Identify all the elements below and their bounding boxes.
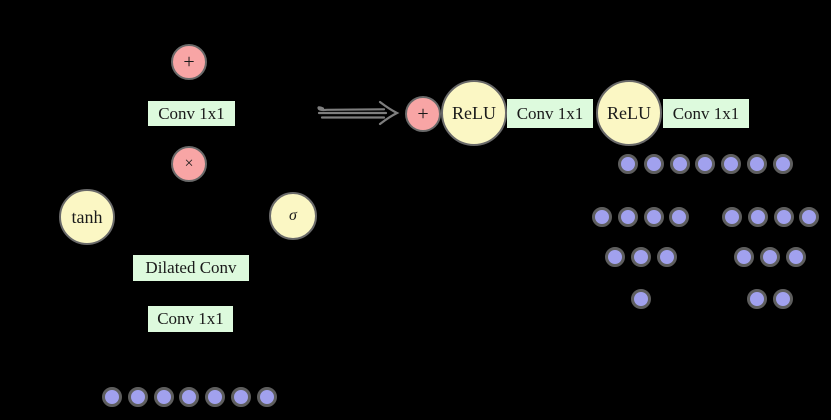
input-sample-dot bbox=[256, 387, 277, 407]
dilated-conv-box: Dilated Conv bbox=[133, 255, 249, 281]
relu-node-1: ReLU bbox=[441, 80, 507, 146]
receptive-field-dot bbox=[799, 207, 820, 227]
equivalence-arrow-icon bbox=[317, 100, 400, 126]
receptive-field-dot bbox=[592, 207, 612, 227]
relu-node-2: ReLU bbox=[596, 80, 662, 146]
receptive-field-dot bbox=[785, 247, 806, 267]
receptive-field-dot bbox=[734, 247, 754, 267]
receptive-field-dot bbox=[722, 207, 742, 227]
receptive-field-dot bbox=[759, 247, 780, 267]
receptive-field-dot bbox=[631, 289, 651, 309]
conv1x1-right-box-2: Conv 1x1 bbox=[663, 99, 749, 128]
input-sample-dot bbox=[179, 387, 200, 407]
receptive-field-dot bbox=[605, 247, 625, 267]
receptive-field-dot bbox=[656, 247, 677, 267]
receptive-field-dot bbox=[669, 154, 690, 174]
tanh-node: tanh bbox=[59, 189, 115, 245]
sigma-node: σ bbox=[269, 192, 317, 240]
receptive-field-dot bbox=[772, 154, 793, 174]
receptive-field-dot bbox=[617, 207, 638, 227]
input-sample-dot bbox=[127, 387, 148, 407]
receptive-field-dot bbox=[721, 154, 742, 174]
input-sample-dot bbox=[153, 387, 174, 407]
receptive-field-dot bbox=[618, 154, 638, 174]
receptive-field-dot bbox=[695, 154, 716, 174]
plus-node: + bbox=[171, 44, 207, 80]
input-sample-dot bbox=[231, 387, 251, 407]
receptive-field-dot bbox=[747, 289, 767, 309]
conv1x1-right-box-1: Conv 1x1 bbox=[507, 99, 593, 128]
receptive-field-dot bbox=[747, 154, 767, 174]
plus-node-right: + bbox=[405, 96, 441, 132]
receptive-field-dot bbox=[773, 207, 794, 227]
receptive-field-dot bbox=[772, 289, 793, 309]
receptive-field-dot bbox=[643, 154, 664, 174]
receptive-field-dot bbox=[630, 247, 651, 267]
input-sample-dot bbox=[102, 387, 122, 407]
conv1x1-top-box: Conv 1x1 bbox=[148, 101, 235, 126]
input-sample-dot bbox=[205, 387, 226, 407]
receptive-field-dot bbox=[669, 207, 690, 227]
multiply-node: × bbox=[171, 146, 207, 182]
receptive-field-dot bbox=[747, 207, 768, 227]
receptive-field-dot bbox=[643, 207, 664, 227]
conv1x1-bottom-box: Conv 1x1 bbox=[148, 306, 233, 332]
